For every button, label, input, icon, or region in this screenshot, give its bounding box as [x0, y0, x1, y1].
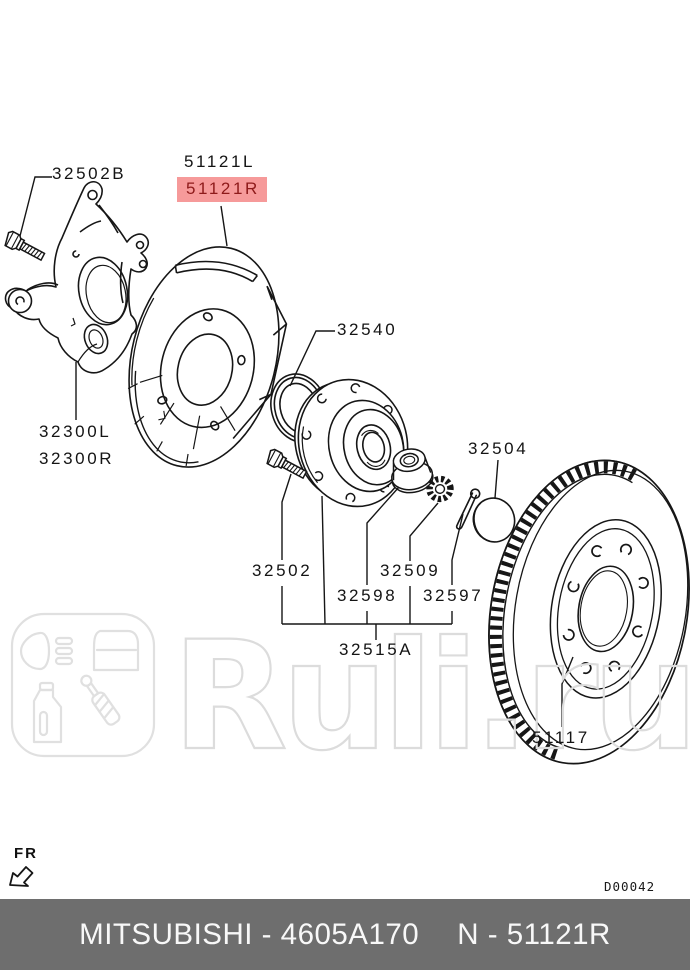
part-label-shield-right-highlighted[interactable]: 51121R	[177, 177, 267, 202]
leader-32540	[289, 330, 335, 387]
front-direction-arrow-icon	[9, 866, 34, 887]
leader-hub	[321, 495, 326, 625]
hub-bolt-drawing	[266, 448, 308, 480]
leader-32509	[409, 502, 439, 624]
splash-shield-drawing	[127, 246, 288, 468]
shock-absorber-icon	[80, 674, 121, 726]
wheel-hub-drawing	[294, 378, 409, 508]
cotter-pin-drawing	[455, 488, 481, 530]
bearing-nut-drawing	[390, 448, 434, 494]
car-door-icon	[92, 629, 140, 672]
part-label-knuckle-right[interactable]: 32300R	[39, 449, 115, 468]
leader-32598	[366, 486, 400, 624]
watermark-logo-box	[10, 612, 156, 758]
oil-can-icon	[32, 681, 63, 744]
leader-32502	[281, 473, 292, 624]
footer-bar: MITSUBISHI - 4605A170 N - 51121R	[0, 899, 690, 970]
dust-cap-drawing	[472, 497, 516, 543]
lock-washer-drawing	[426, 475, 454, 503]
knuckle-bushing-eye	[7, 288, 33, 314]
part-label-shield-left[interactable]: 51121L	[184, 152, 256, 171]
leader-32597	[451, 513, 464, 624]
leader-51117	[561, 656, 574, 727]
part-label-hub-bolt[interactable]: 32502	[252, 561, 313, 580]
headlight-icon	[19, 631, 74, 671]
steering-knuckle-drawing	[4, 180, 149, 374]
drawing-code: D00042	[604, 879, 656, 894]
part-label-dust-cap[interactable]: 32504	[468, 439, 529, 458]
part-label-knuckle-left[interactable]: 32300L	[39, 422, 112, 441]
part-label-knuckle-bolt[interactable]: 32502B	[52, 164, 127, 183]
part-label-lock-washer[interactable]: 32509	[380, 561, 441, 580]
disc-vent-hatch	[489, 461, 637, 761]
shield-fold-edge	[232, 285, 288, 439]
part-label-cotter-pin[interactable]: 32597	[423, 586, 484, 605]
part-label-bearing-nut[interactable]: 32598	[337, 586, 398, 605]
knuckle-bolt-drawing	[4, 230, 46, 262]
shield-top-slot	[174, 260, 258, 283]
part-label-hub-assembly[interactable]: 32515A	[339, 640, 414, 659]
footer-brand-part-number: MITSUBISHI - 4605A170	[79, 917, 420, 951]
footer-catalog-reference: N - 51121R	[457, 917, 611, 951]
front-direction-label: FR	[14, 845, 38, 862]
bracket-32515A	[282, 623, 452, 640]
leader-51121R	[220, 205, 228, 247]
part-label-brake-disc[interactable]: 51117	[532, 728, 590, 747]
brake-disc-drawing	[488, 459, 690, 765]
watermark-logo	[10, 612, 156, 758]
leader-lines	[19, 176, 574, 727]
leader-32504	[494, 459, 499, 499]
leader-32502B	[19, 176, 52, 237]
part-label-grease-seal[interactable]: 32540	[337, 320, 398, 339]
watermark-text: Ruli.ru	[172, 610, 690, 784]
